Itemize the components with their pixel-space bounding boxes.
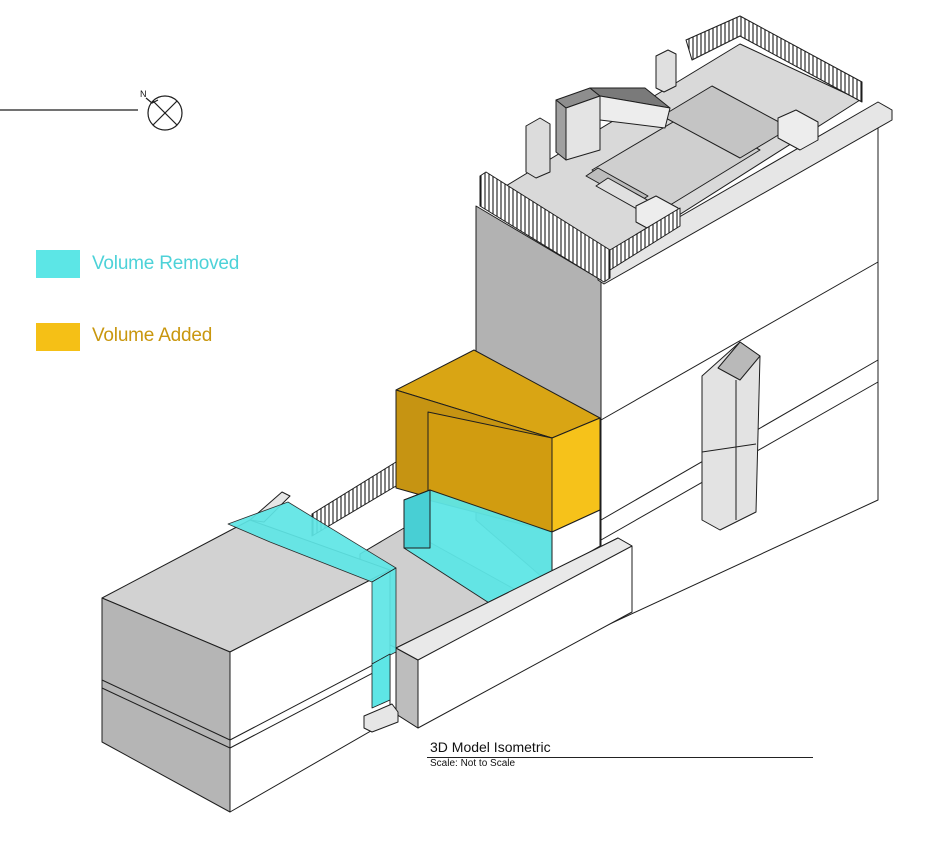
legend-swatch-removed [36,250,80,278]
north-label: N [140,89,147,99]
title-underline [427,757,813,758]
volume-removed-shape [227,501,397,709]
legend-label-removed: Volume Removed [92,253,240,274]
courtyard-section [311,461,633,729]
front-block [101,491,399,813]
drawing-scale-note: Scale: Not to Scale [430,758,516,769]
legend-swatch-added [36,323,80,351]
legend-label-added: Volume Added [92,325,213,346]
north-arrow-icon [0,95,183,131]
drawing-title: 3D Model Isometric [430,739,551,755]
